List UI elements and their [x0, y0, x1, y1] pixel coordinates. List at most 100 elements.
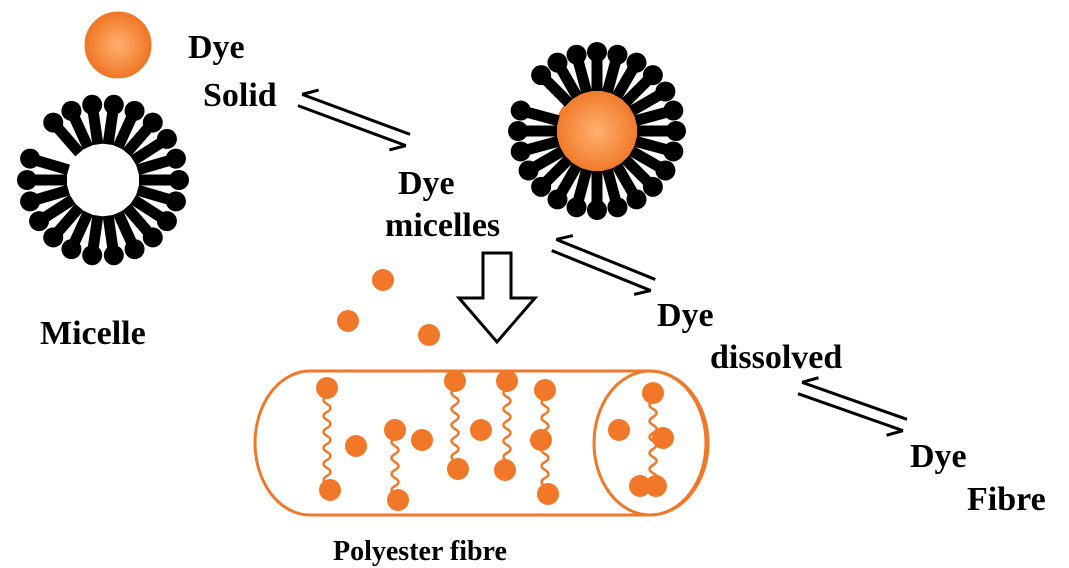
surfactant-tail	[34, 155, 71, 176]
surfactant-head	[531, 65, 552, 86]
surfactant-tail	[555, 65, 582, 100]
label-dye-micelles-2: micelles	[385, 207, 500, 244]
surfactant-tail	[621, 155, 653, 187]
polymer-chain	[450, 379, 460, 471]
surfactant-head	[510, 100, 531, 121]
surfactant-head	[29, 211, 50, 232]
surfactant-tail	[602, 168, 622, 203]
surfactant-head	[607, 44, 628, 65]
surfactant-tail	[602, 59, 622, 94]
label-micelle: Micelle	[40, 315, 146, 352]
surfactant-head	[124, 239, 145, 260]
surfactant-tail	[68, 114, 94, 150]
free-dye-particle	[337, 310, 359, 332]
surfactant-head	[547, 52, 568, 73]
label-dye-micelles-1: Dye	[398, 165, 455, 202]
surfactant-head	[566, 197, 587, 218]
dye-micelle-icon	[508, 42, 686, 220]
surfactant-head	[655, 160, 676, 181]
label-dye-solid-2: Solid	[203, 77, 277, 114]
surfactant-head	[642, 65, 663, 86]
polyester-fibre-icon	[253, 369, 710, 517]
dye-particle	[537, 483, 559, 505]
surfactant-head	[124, 100, 145, 121]
surfactant-tail	[612, 162, 639, 197]
label-dye-fibre-2: Fibre	[967, 481, 1046, 518]
surfactant-head	[566, 44, 587, 65]
dye-particle	[642, 382, 664, 404]
surfactant-head	[156, 211, 177, 232]
surfactant-tail	[541, 75, 573, 107]
surfactant-tail	[34, 184, 71, 205]
polymer-chain	[322, 386, 332, 492]
equilibrium-solid-micelles-icon	[297, 88, 411, 152]
dye-particle	[652, 427, 674, 449]
dye-particle	[530, 429, 552, 451]
surfactant-tail	[68, 210, 94, 246]
surfactant-tail	[634, 106, 669, 126]
surfactant-head	[20, 148, 41, 169]
dye-particle	[316, 377, 338, 399]
label-dye-dissolved-1: Dye	[657, 297, 714, 334]
surfactant-head	[655, 81, 676, 102]
dye-particle	[444, 370, 466, 392]
surfactant-tail	[87, 109, 104, 146]
dye-particle	[608, 419, 630, 441]
surfactant-tail	[572, 168, 592, 203]
polymer-chains	[316, 370, 674, 511]
surfactant-tail	[53, 123, 84, 157]
surfactant-head	[156, 128, 177, 149]
surfactant-tail	[612, 65, 639, 100]
dye-particle	[470, 419, 492, 441]
surfactant-tail	[122, 203, 153, 237]
surfactant-head	[82, 245, 103, 266]
surfactant-head	[61, 239, 82, 260]
dye-particle	[319, 479, 341, 501]
surfactant-tail	[87, 214, 104, 251]
hollow-down-arrow-icon	[455, 251, 539, 345]
surfactant-tail	[621, 75, 653, 107]
surfactant-tail	[41, 194, 76, 223]
polymer-chain	[390, 428, 400, 502]
surfactant-head	[82, 94, 103, 115]
label-dye-fibre-1: Dye	[910, 438, 967, 475]
surfactant-head	[587, 200, 607, 220]
equilibrium-micelles-dissolved-icon	[551, 234, 656, 296]
surfactant-head	[607, 197, 628, 218]
surfactant-tail	[555, 162, 582, 197]
dye-particle	[387, 489, 409, 511]
surfactant-head	[169, 170, 189, 190]
dye-particle	[629, 475, 651, 497]
surfactant-tail	[130, 194, 165, 223]
label-polyester-fibre: Polyester fibre	[333, 536, 507, 567]
dye-particle	[411, 429, 433, 451]
surfactant-head	[508, 121, 528, 141]
surfactant-tail	[572, 59, 592, 94]
surfactant-head	[43, 112, 64, 133]
equilibrium-dissolved-fibre-icon	[797, 376, 908, 437]
surfactant-tail	[628, 89, 663, 116]
surfactant-tail	[53, 203, 84, 237]
dye-particle	[494, 459, 516, 481]
surfactant-head	[663, 100, 684, 121]
surfactant-head	[518, 160, 539, 181]
surfactant-head	[165, 191, 186, 212]
dye-particle	[645, 475, 667, 497]
surfactant-head	[103, 94, 124, 115]
surfactant-tail	[112, 210, 138, 246]
surfactant-head	[642, 176, 663, 197]
dye-in-micelle-icon	[555, 89, 639, 173]
surfactant-head	[43, 227, 64, 248]
surfactant-head	[17, 170, 37, 190]
surfactant-head	[142, 112, 163, 133]
surfactant-tail	[525, 136, 560, 156]
surfactant-head	[547, 189, 568, 210]
surfactant-tail	[541, 155, 573, 187]
surfactant-tail	[135, 155, 172, 176]
surfactant-head	[587, 42, 607, 62]
free-dye-particle	[372, 269, 394, 291]
surfactant-head	[142, 227, 163, 248]
dye-particle	[447, 458, 469, 480]
surfactant-tail	[628, 146, 663, 173]
